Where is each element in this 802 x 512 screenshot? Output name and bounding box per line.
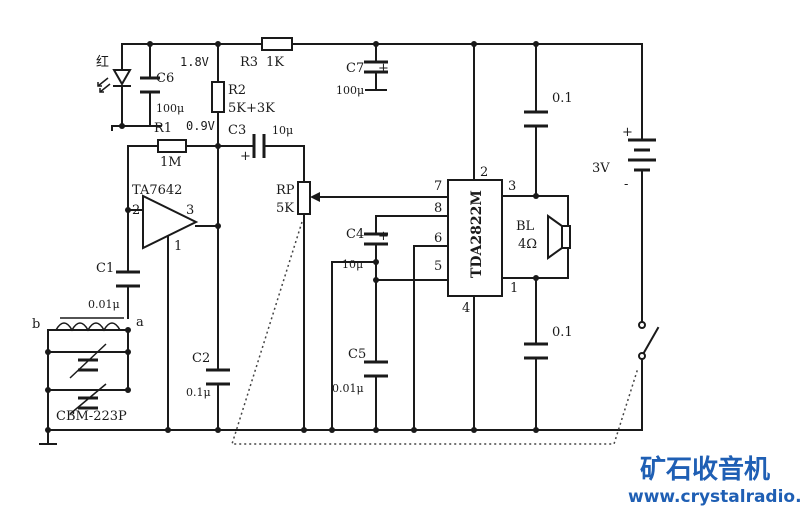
r3-value: 1K [266,55,284,70]
cap-top-value: 0.1 [552,91,573,106]
bl-label: BL [516,219,535,234]
c1-value: 0.01μ [88,298,120,311]
r2-label: R2 [228,83,246,98]
r1-value: 1M [160,155,182,170]
c6-value: 100μ [156,102,184,115]
c5-value: 0.01μ [332,382,364,395]
tuning-coil-icon [55,317,124,332]
speaker-icon [547,214,571,260]
c2-value: 0.1μ [186,386,211,399]
c4-value: 10μ [342,258,363,271]
ta-pin-1: 1 [174,239,182,254]
tda-pin-8: 8 [434,201,442,216]
junction-dots [45,41,539,433]
tda-pin-7: 7 [434,179,442,194]
c1-label: C1 [96,261,114,276]
resistor-r3 [261,37,293,51]
watermark-title: 矿石收音机 [640,454,770,485]
c6-label: C6 [156,71,174,86]
c4-plus: + [378,229,389,244]
rp-label: RP [276,183,295,198]
resistor-r1 [157,139,187,153]
variable-capacitor-icon [69,343,107,415]
gang-link-dashed [230,221,639,445]
tda-pin-6: 6 [434,231,442,246]
capacitor-c5 [364,360,388,378]
battery-minus: - [624,177,628,192]
r3-label: R3 [240,55,258,70]
capacitor-c6 [140,76,160,94]
capacitor-bottom-right [524,342,548,360]
tda-pin-5: 5 [434,259,442,274]
battery-label: 3V [592,161,610,176]
resistor-r2 [211,81,225,113]
cap-bottom-value: 0.1 [552,325,573,340]
watermark: 矿石收音机 www.crystalradio.cn [628,454,802,507]
c7-label: C7 [346,61,364,76]
tuner-label: CBM-223P [56,409,127,424]
switch-icon[interactable] [638,321,660,360]
labels: 红 C6 100μ 1.8V R3 1K R2 5K+3K R1 0.9V 1M… [32,54,633,424]
voltage-mid: 0.9V [186,119,215,133]
potentiometer-rp [297,181,320,215]
tda-pin-3: 3 [508,179,516,194]
tda-pin-4: 4 [462,301,470,316]
c5-label: C5 [348,347,366,362]
battery-icon [628,138,656,172]
tda2822m-chip [447,179,503,297]
capacitor-c4 [364,232,388,246]
ta-pin-2: 2 [132,203,140,218]
bl-value: 4Ω [518,237,537,252]
c2-label: C2 [192,351,210,366]
led-icon [97,69,132,93]
r2-value: 5K+3K [228,101,275,116]
tda-pin-1: 1 [510,281,518,296]
coil-a-label: a [136,315,144,330]
capacitor-top-right [524,110,548,128]
voltage-top: 1.8V [180,55,209,69]
battery-plus: + [622,125,633,140]
capacitor-c7 [364,43,388,91]
c3-plus: + [240,149,251,164]
ta7642-amplifier [142,194,199,250]
tda2822m-label: TDA2822M [469,190,485,278]
c7-plus: + [378,61,389,76]
led-label: 红 [96,54,109,70]
tda-pin-2: 2 [480,165,488,180]
coil-b-label: b [32,317,40,332]
c4-label: C4 [346,227,364,242]
rp-value: 5K [276,201,294,216]
capacitor-c3 [252,134,266,158]
c3-value: 10μ [272,124,293,137]
capacitor-c1 [116,270,140,288]
c7-value: 100μ [336,84,364,97]
c3-label: C3 [228,123,246,138]
ta-pin-3: 3 [186,203,194,218]
r1-label: R1 [154,121,172,136]
capacitor-c2 [206,368,230,386]
ta7642-label: TA7642 [132,183,182,198]
watermark-url: www.crystalradio.cn [628,487,802,507]
